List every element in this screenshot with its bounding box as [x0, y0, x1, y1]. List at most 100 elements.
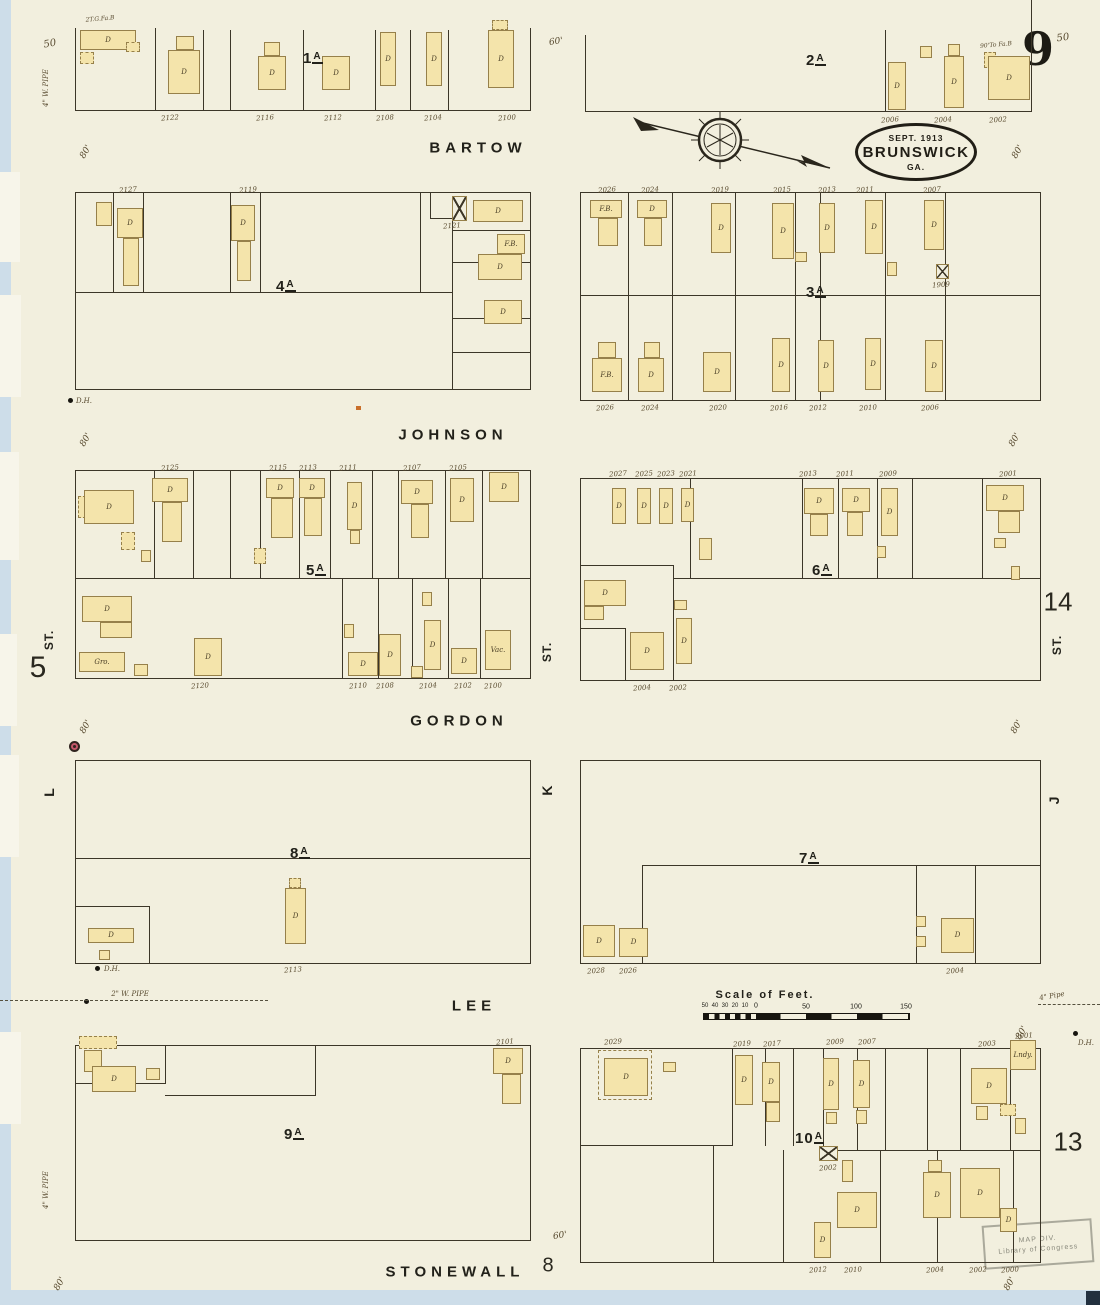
building	[795, 252, 807, 262]
building: D	[818, 340, 834, 392]
building: D	[986, 485, 1024, 511]
block-line	[75, 578, 531, 579]
building	[826, 1112, 837, 1124]
lot-number: 2113	[283, 965, 303, 975]
stamp-city: BRUNSWICK	[862, 143, 970, 161]
block-line	[445, 470, 446, 579]
annotation-text: 4" W. PIPE	[42, 1171, 50, 1209]
block-line	[1031, 0, 1032, 112]
building-use-label: D	[853, 495, 859, 504]
block-label: 3A	[806, 284, 826, 301]
building-use-label: D	[931, 220, 937, 229]
building: D	[231, 205, 255, 241]
annotation-text: 50	[42, 37, 58, 51]
building: D	[426, 32, 442, 86]
lot-number: 2029	[603, 1037, 623, 1047]
building-use-label: D	[106, 502, 112, 511]
block-line	[877, 478, 878, 579]
building: D	[473, 200, 523, 222]
scan-artifact	[0, 172, 20, 262]
lot-number: 2019	[710, 185, 730, 195]
title-stamp: SEPT. 1913 BRUNSWICK GA.	[855, 123, 977, 181]
block-label: 8A	[290, 845, 310, 862]
double-hydrant-dot-icon	[68, 398, 73, 403]
block-line	[885, 30, 886, 112]
water-pipe-line	[0, 1000, 268, 1001]
building-use-label: D	[333, 68, 339, 77]
block-line	[628, 295, 629, 401]
building: F.B.	[497, 234, 525, 254]
building: D	[299, 478, 325, 498]
building	[584, 606, 604, 620]
building-use-label: D	[111, 1074, 117, 1083]
building-use-label: D	[780, 226, 786, 235]
building: D	[583, 925, 615, 957]
block-line	[580, 680, 1041, 681]
building: D	[988, 56, 1030, 100]
building-use-label: D	[644, 646, 650, 655]
lot-number: 2102	[453, 681, 473, 691]
building: D	[772, 338, 790, 392]
street-name-label: BARTOW	[429, 139, 527, 157]
building: D	[819, 203, 835, 253]
building: D	[450, 478, 474, 522]
building-use-label: D	[497, 262, 503, 271]
building	[99, 950, 110, 960]
block-line	[927, 1048, 928, 1151]
annotation-text: 80'	[1009, 718, 1025, 736]
building: D	[837, 1192, 877, 1228]
building-use-label: D	[819, 1235, 826, 1244]
building-use-label: D	[167, 485, 173, 494]
building: D	[347, 482, 362, 530]
block-line	[342, 578, 343, 679]
lot-number: 2107	[402, 463, 422, 473]
building	[598, 1050, 652, 1100]
block-line	[430, 192, 431, 218]
outbuilding-x	[452, 196, 467, 221]
lot-number: 1909	[931, 280, 951, 290]
building-use-label: D	[934, 1190, 940, 1199]
scale-tick-label: 20	[731, 1003, 739, 1009]
street-letter-label: J	[1046, 795, 1062, 805]
building	[877, 546, 886, 558]
scan-artifact	[1086, 1291, 1100, 1305]
building	[1000, 1104, 1016, 1116]
building	[162, 502, 182, 542]
building: D	[960, 1168, 1000, 1218]
building	[411, 666, 423, 678]
block-line	[580, 478, 581, 681]
building: D	[772, 203, 794, 259]
block-line	[530, 470, 531, 679]
block-line	[75, 1240, 531, 1241]
double-hydrant-dot-icon	[84, 999, 89, 1004]
block-line	[580, 400, 1041, 401]
block-line	[75, 963, 531, 964]
building: D	[488, 30, 514, 88]
scan-artifact	[0, 295, 21, 397]
building: Gro.	[79, 652, 125, 672]
block-line	[410, 30, 411, 110]
block-line	[430, 218, 452, 219]
block-line	[802, 478, 803, 579]
block-line	[1040, 478, 1041, 681]
block-line	[580, 1048, 1041, 1049]
lot-number: 2007	[857, 1037, 877, 1047]
lot-number: 2012	[808, 1265, 828, 1275]
building: D	[619, 928, 648, 957]
annotation-text: 2T.G.Fa.B	[85, 14, 115, 24]
building-use-label: D	[823, 361, 829, 370]
building	[842, 1160, 853, 1182]
block-line	[315, 1045, 316, 1095]
block-label: 9A	[284, 1126, 304, 1143]
block-line	[75, 1045, 76, 1241]
lot-number: 2013	[798, 469, 818, 479]
building: D	[923, 1172, 951, 1218]
block-line	[530, 760, 531, 964]
building	[121, 532, 135, 550]
block-line	[482, 470, 483, 579]
lot-number: 2010	[843, 1265, 863, 1275]
block-line	[375, 30, 376, 110]
block-label: 1A	[303, 50, 323, 67]
building: D	[478, 254, 522, 280]
building-use-label: D	[105, 35, 111, 44]
